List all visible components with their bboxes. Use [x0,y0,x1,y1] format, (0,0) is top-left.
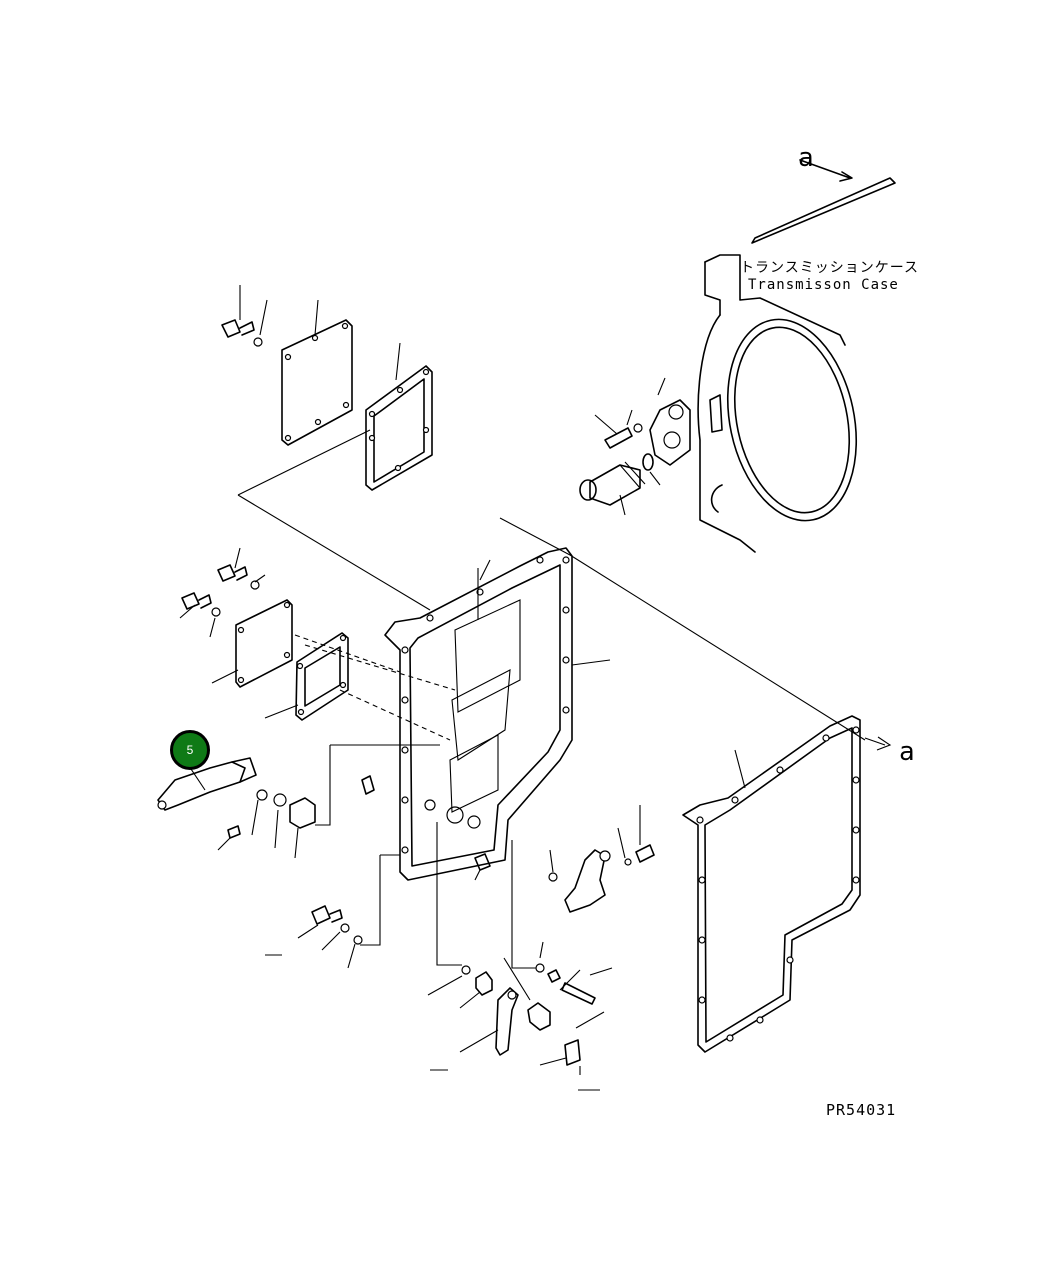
oil-pan-gasket [682,715,861,1053]
upper-gasket [365,342,433,491]
shift-fork [564,805,655,913]
connector-label-right: a [899,737,915,767]
case-label-japanese: トランスミッションケース [740,260,919,276]
shift-lever [157,757,316,859]
drawing-code: PR54031 [826,1101,896,1119]
left-bolts [179,547,266,638]
left-gasket [264,632,349,721]
transmission-case [697,159,896,553]
lower-parts [427,941,613,1091]
left-cover [211,599,293,688]
valve-body-plate [384,547,611,881]
valve-assembly [579,377,691,516]
connector-label-top: a [798,143,814,173]
upper-cover [281,299,353,446]
small-fittings [265,775,558,969]
callout-marker[interactable]: 5 [170,730,210,770]
case-label-english: Transmisson Case [748,277,899,293]
callout-number: 5 [186,743,194,757]
upper-bolts [221,285,268,347]
